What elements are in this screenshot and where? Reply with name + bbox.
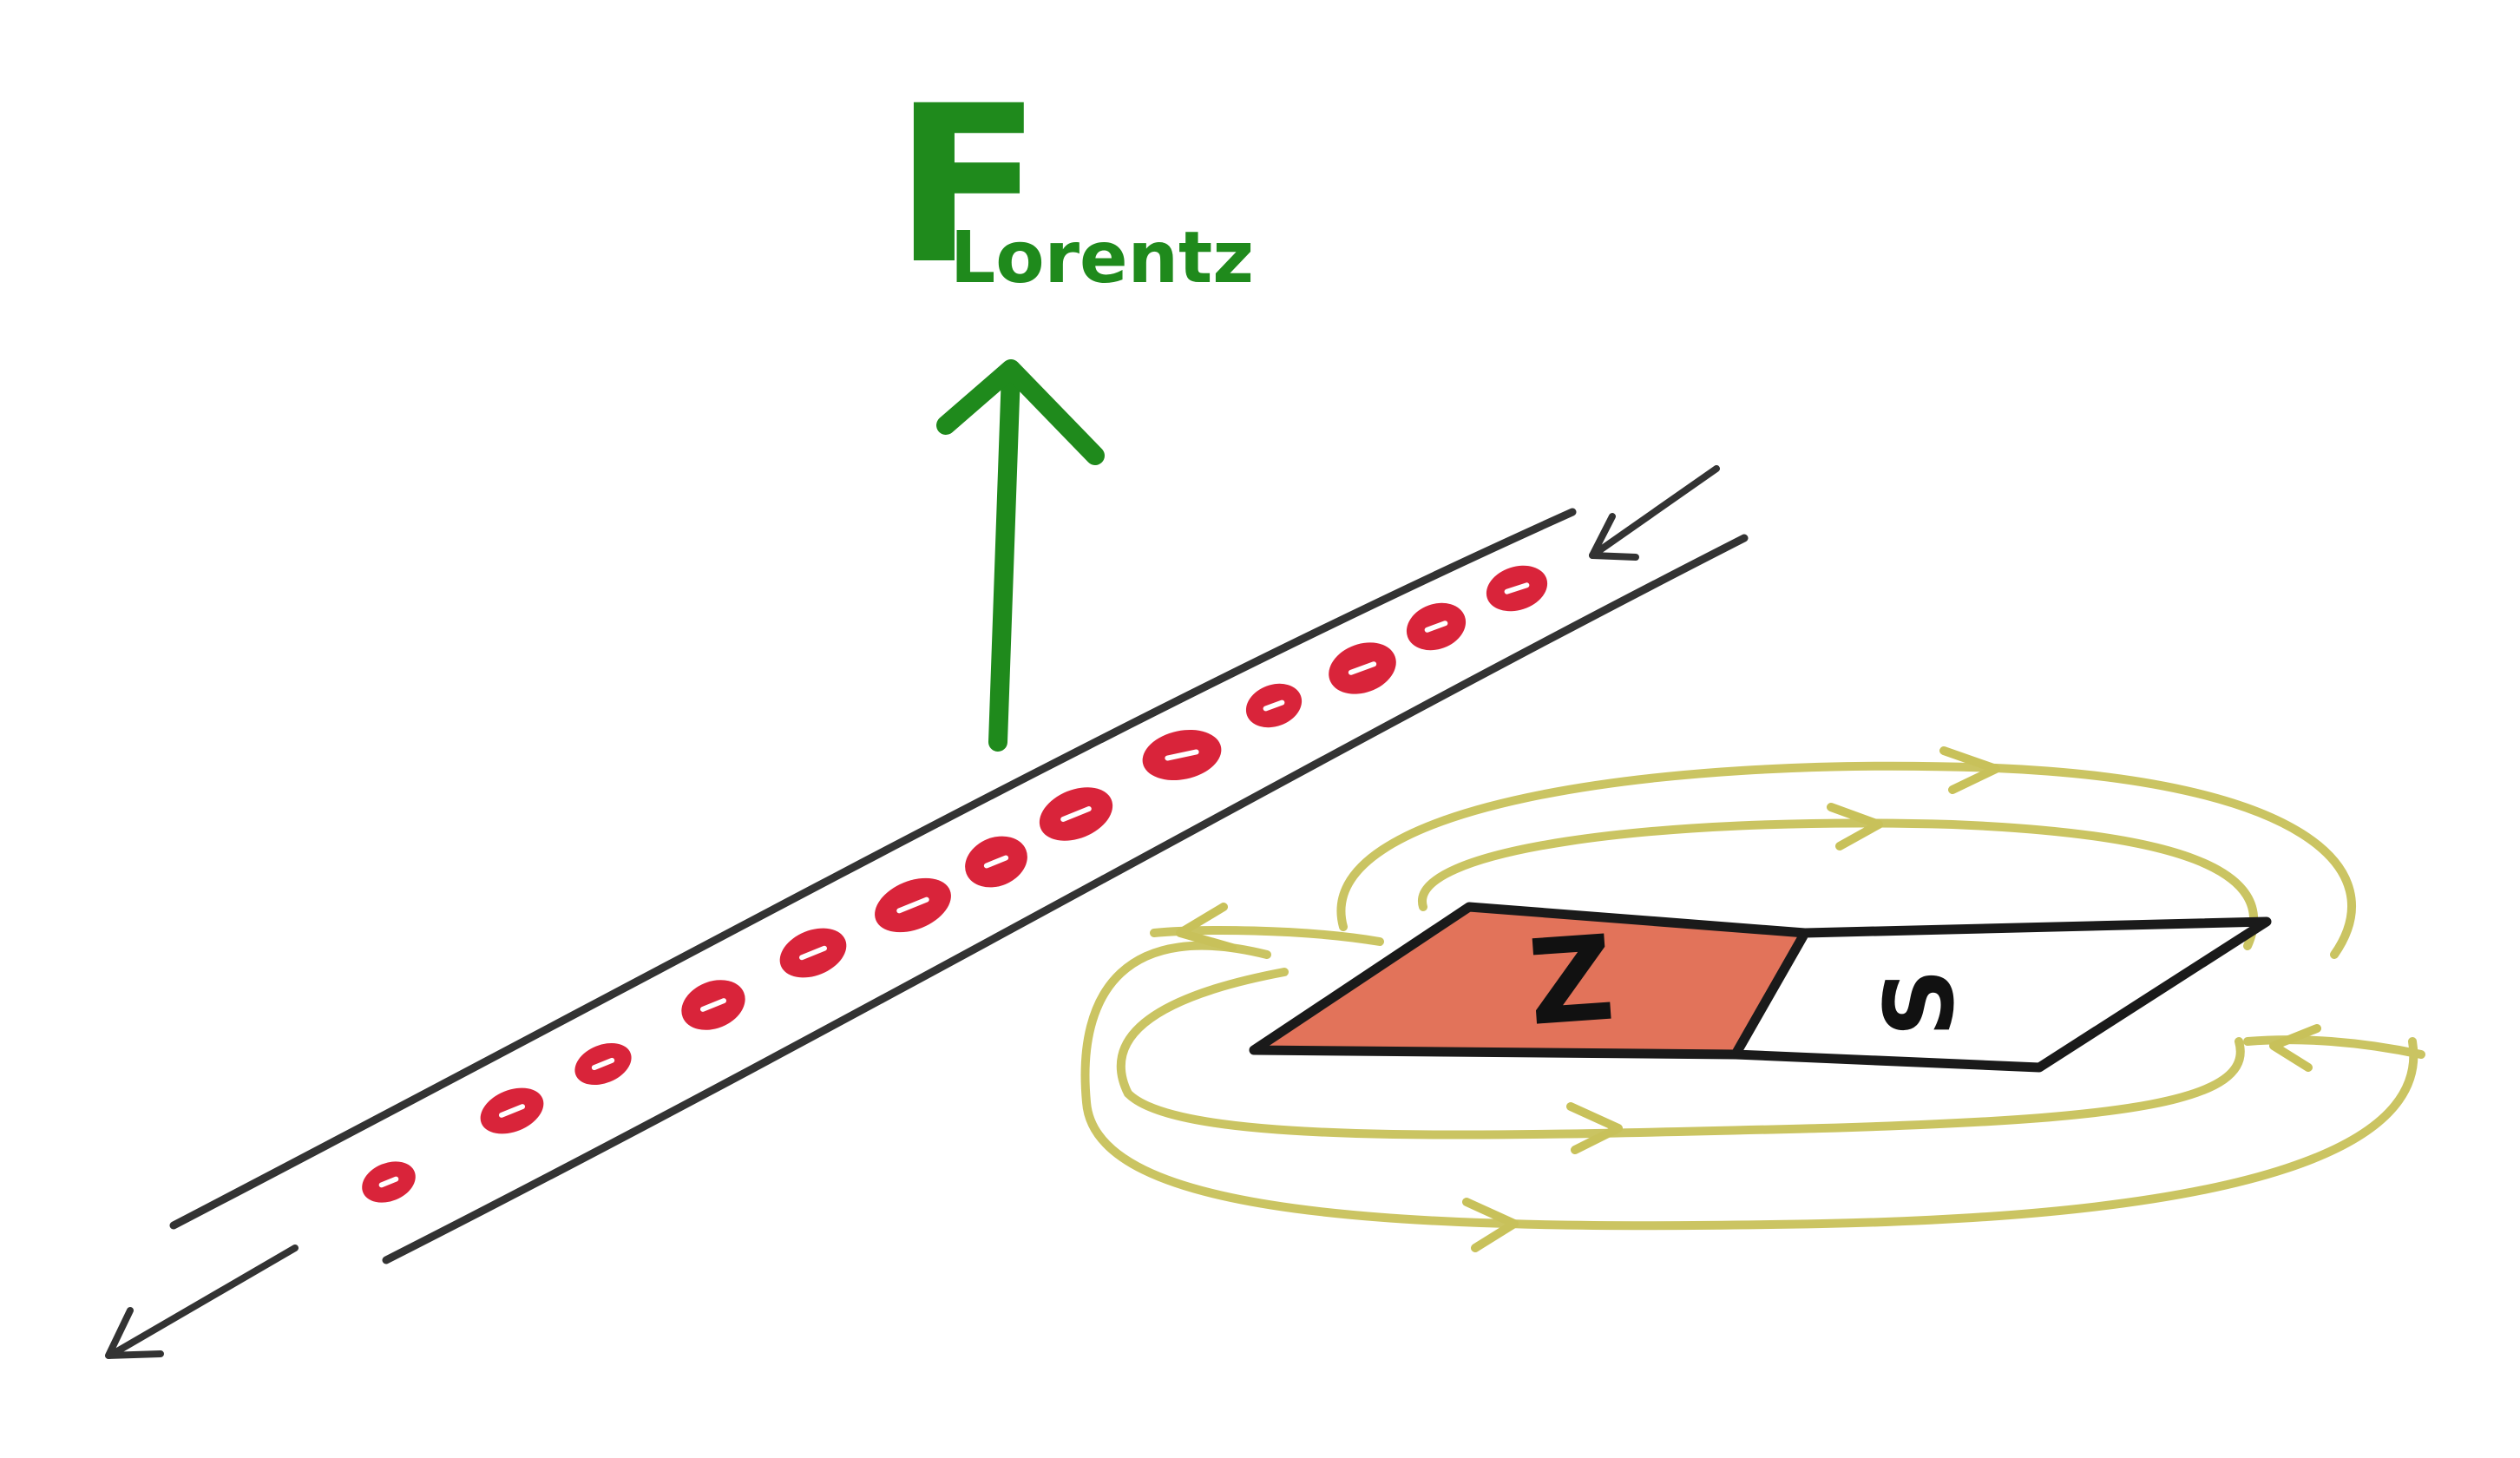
charge — [681, 980, 745, 1030]
field-line-outer-bottom — [1080, 941, 2418, 1231]
charge — [1486, 565, 1548, 612]
charge — [1142, 729, 1222, 781]
force-label: F Lorentz — [894, 59, 1254, 312]
flow-arrow-out-shaft — [109, 1245, 299, 1357]
charge — [362, 1161, 416, 1203]
charge — [875, 877, 951, 933]
charge — [779, 928, 847, 978]
magnet-pole-right-label: S — [1864, 969, 1975, 1037]
magnet-pole-right — [1730, 916, 2272, 1073]
current-flow — [105, 465, 1720, 1359]
magnetic-field-lines — [1080, 761, 2425, 1231]
field-arrow — [2269, 1024, 2321, 1072]
charge — [1329, 642, 1396, 694]
charge — [1406, 602, 1467, 651]
magnet-pole-left-label: Z — [1524, 910, 1618, 1051]
force-arrow-shaft — [988, 364, 1020, 752]
charge — [1245, 683, 1303, 728]
charge — [574, 1042, 632, 1086]
wire — [169, 508, 1749, 1264]
charge — [965, 836, 1027, 888]
charges — [362, 565, 1548, 1203]
bar-magnet: Z S — [1249, 902, 2272, 1073]
field-line-inner-top — [1418, 818, 2259, 950]
wire-upper-edge — [169, 508, 1577, 1230]
field-arrowheads — [1176, 746, 2321, 1252]
wire-lower-edge — [382, 534, 1749, 1264]
field-arrow — [1566, 1102, 1623, 1154]
charge — [480, 1087, 544, 1134]
force-arrow-head — [936, 359, 1105, 465]
field-line-left-tail — [1150, 926, 1384, 946]
field-arrow — [1939, 746, 2000, 794]
flow-arrow-in-head — [1589, 513, 1639, 561]
flow-arrow-in-shaft — [1589, 465, 1720, 559]
field-line-right-tail — [2243, 1035, 2425, 1059]
force-symbol: F — [894, 59, 1042, 312]
field-arrow — [1176, 903, 1237, 952]
flow-arrow-out-head — [105, 1307, 164, 1359]
field-arrow — [1827, 803, 1883, 850]
field-line-outer-top — [1336, 761, 2356, 959]
field-arrow — [1462, 1198, 1519, 1252]
charge — [1039, 787, 1113, 841]
field-line-mid-bottom — [1116, 968, 2245, 1139]
force-subscript: Lorentz — [950, 217, 1254, 299]
force-arrow — [936, 359, 1105, 752]
